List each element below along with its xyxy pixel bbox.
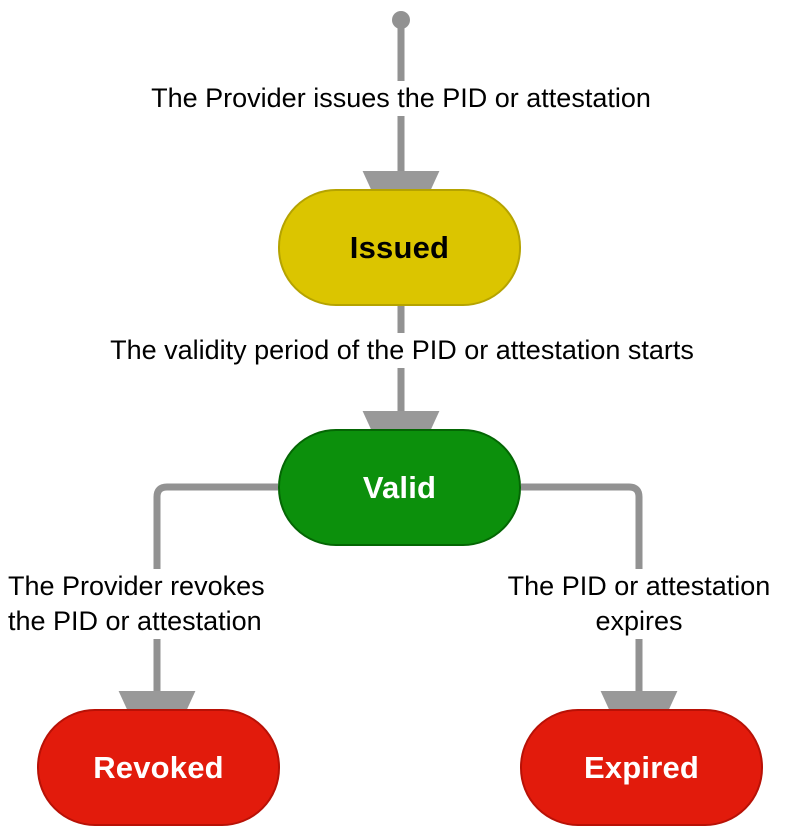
edge-label-issued-to-valid: The validity period of the PID or attest… xyxy=(44,333,760,368)
state-node-expired[interactable]: Expired xyxy=(520,709,763,826)
state-node-issued[interactable]: Issued xyxy=(278,189,521,306)
edge-label-valid-to-revoked: The Provider revokes the PID or attestat… xyxy=(8,569,311,639)
edge-label-valid-to-expired: The PID or attestation expires xyxy=(483,569,795,639)
state-node-valid[interactable]: Valid xyxy=(278,429,521,546)
edge-valid-to-expired xyxy=(521,483,678,775)
edge-valid-to-revoked xyxy=(118,483,278,775)
edge-label-start-to-issued: The Provider issues the PID or attestati… xyxy=(92,81,710,116)
state-node-revoked[interactable]: Revoked xyxy=(37,709,280,826)
